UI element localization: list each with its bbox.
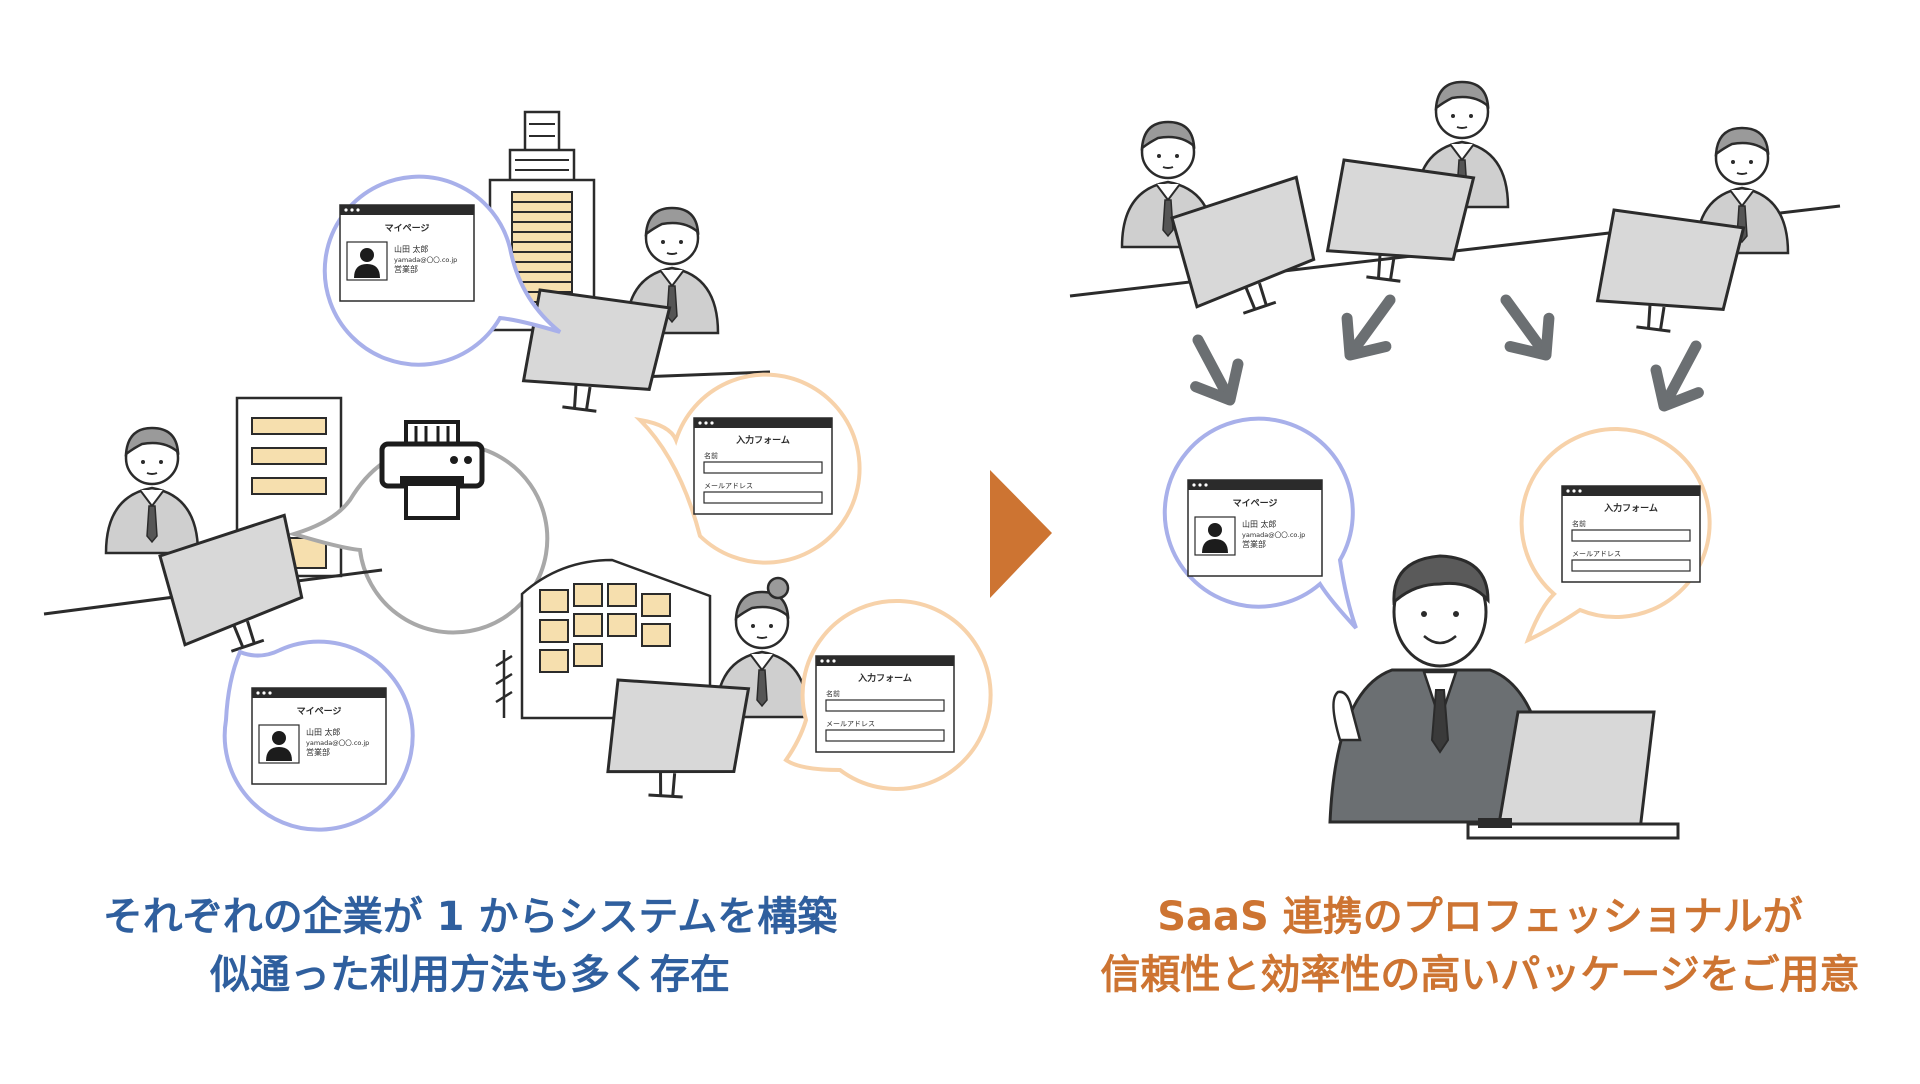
person-saas-professional [1328, 554, 1680, 840]
speech-bubble-form-2 [783, 599, 993, 791]
speech-bubble-form-1 [634, 372, 862, 565]
form-card-3 [1561, 485, 1701, 583]
person-office-worker-1 [512, 206, 771, 428]
chevron-right-icon [990, 470, 1052, 598]
mypage-card-3 [1187, 479, 1323, 577]
printer-icon [379, 420, 485, 520]
arrow-down-icon-4 [1643, 335, 1717, 418]
right-caption-line-2: 信頼性と効率性の高いパッケージをご用意 [1100, 952, 1860, 998]
left-caption-line-1: それぞれの企業が 1 からシステムを構築 [102, 894, 838, 940]
person-office-worker-3 [597, 576, 810, 811]
left-caption: それぞれの企業が 1 からシステムを構築 似通った利用方法も多く存在 [60, 888, 880, 1004]
form-card-1 [693, 417, 833, 515]
arrow-down-icon-2 [1331, 286, 1410, 369]
speech-bubble-mypage-2 [222, 639, 415, 832]
arrow-down-icon-3 [1487, 286, 1566, 369]
person-office-worker-2 [43, 426, 383, 664]
left-caption-line-2: 似通った利用方法も多く存在 [210, 952, 730, 998]
speech-bubble-mypage-1 [322, 174, 562, 367]
person-worker-top-right [1586, 126, 1790, 348]
speech-bubble-mypage-3 [1162, 416, 1358, 630]
office-building-modern [495, 558, 712, 720]
right-caption-line-1: SaaS 連携のプロフェッショナルが [1157, 894, 1803, 940]
speech-bubble-form-3 [1519, 427, 1712, 644]
mypage-card-2 [251, 687, 387, 785]
form-card-2 [815, 655, 955, 753]
mypage-card-1 [339, 204, 475, 302]
arrow-down-icon-1 [1177, 329, 1251, 412]
speech-bubble-printer [287, 420, 550, 635]
right-caption: SaaS 連携のプロフェッショナルが 信頼性と効率性の高いパッケージをご用意 [1040, 888, 1920, 1004]
person-worker-top-left [1120, 120, 1324, 326]
